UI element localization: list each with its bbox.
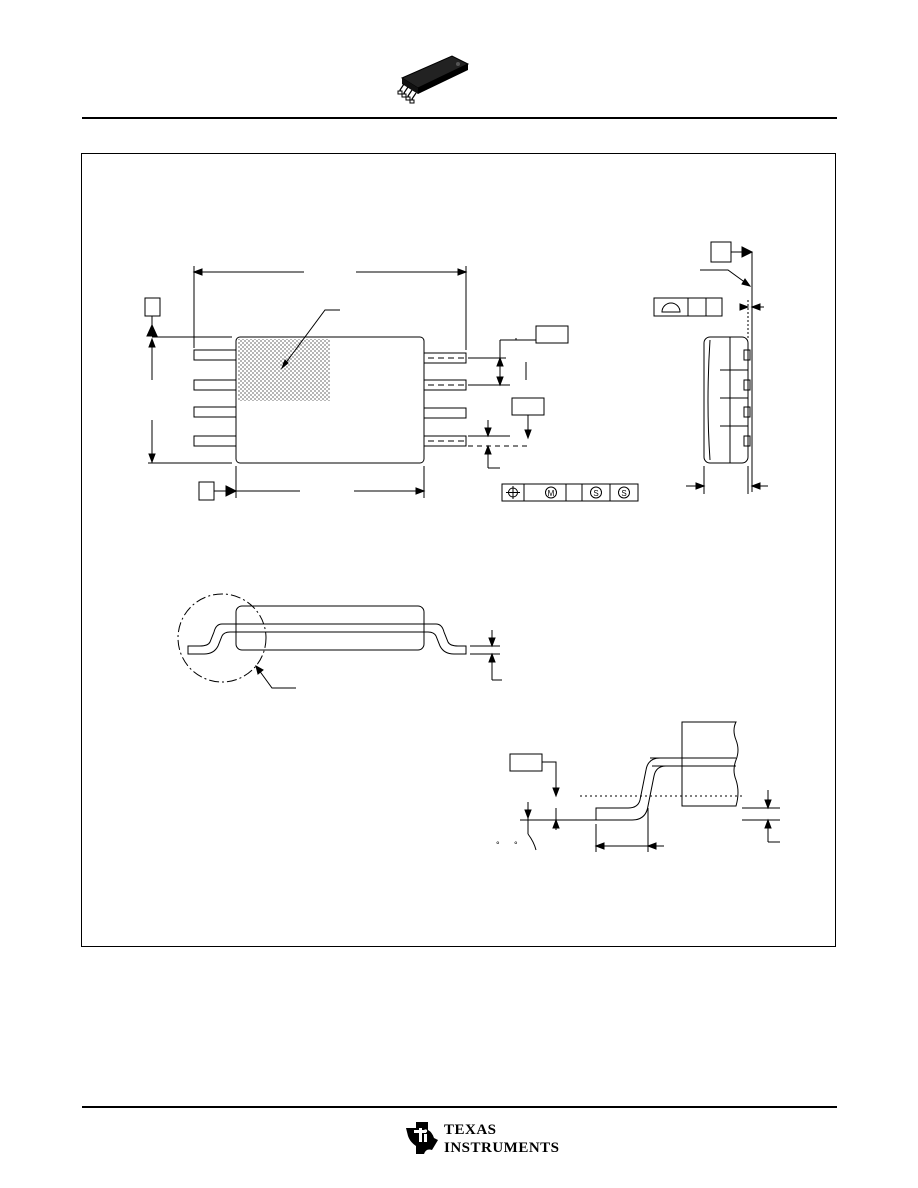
basic-pitch-box xyxy=(535,325,569,344)
top-view xyxy=(144,266,639,502)
pin1-index-area xyxy=(238,339,330,401)
datum-b-box xyxy=(198,481,215,501)
angle-degree-mark-2: ° xyxy=(514,840,518,850)
left-leads xyxy=(193,349,237,447)
right-leads xyxy=(423,352,467,447)
detail-view xyxy=(509,721,780,852)
logo-texas: TEXAS xyxy=(444,1122,497,1138)
datum-c-box xyxy=(710,241,732,263)
package-body-end xyxy=(703,336,749,464)
lead-width-box xyxy=(511,397,545,416)
rfs-symbol-1: S xyxy=(593,489,598,498)
gauge-plane-box xyxy=(509,753,543,772)
tssop-8-package-icon xyxy=(397,55,470,104)
texas-instruments-logo-icon xyxy=(406,1122,438,1154)
end-view xyxy=(653,241,768,494)
drawing-frame xyxy=(81,153,836,947)
detail-a-circle xyxy=(177,593,267,683)
header-rule xyxy=(82,117,837,119)
datum-a-box xyxy=(144,297,161,317)
position-tolerance-frame xyxy=(501,483,639,502)
rfs-symbol-2: S xyxy=(621,489,626,498)
logo-instruments: INSTRUMENTS xyxy=(444,1140,560,1156)
angle-degree-mark-1: ° xyxy=(496,840,500,850)
mmc-symbol: M xyxy=(548,489,555,498)
end-view-leads xyxy=(743,349,751,447)
package-body-side xyxy=(235,605,425,651)
footer-rule xyxy=(82,1106,837,1108)
side-view xyxy=(177,593,502,689)
